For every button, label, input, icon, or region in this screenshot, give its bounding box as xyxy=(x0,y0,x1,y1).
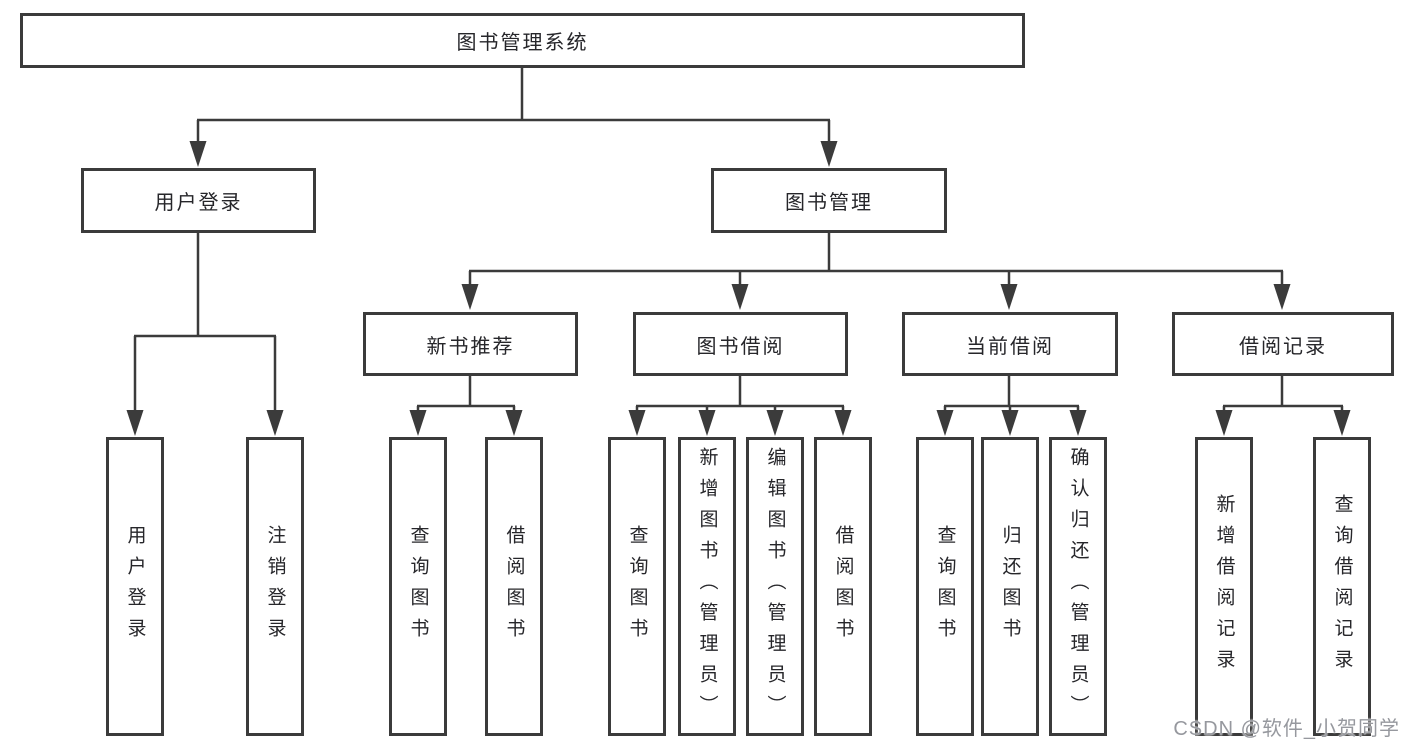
node-current-borrow: 当前借阅 xyxy=(902,312,1118,376)
leaf-query-borrow-record: 查询借阅记录 xyxy=(1313,437,1371,736)
leaf-label: 注销登录 xyxy=(264,524,286,649)
leaf-add-books-admin: 新增图书（管理员） xyxy=(678,437,736,736)
leaf-label: 确认归还（管理员） xyxy=(1067,447,1089,726)
arrowhead xyxy=(820,141,838,167)
node-library-system: 图书管理系统 xyxy=(20,13,1025,68)
arrowhead xyxy=(461,284,479,310)
arrowhead xyxy=(698,410,716,436)
leaf-label: 查询图书 xyxy=(626,524,648,649)
arrowhead xyxy=(266,410,284,436)
node-new-book-recommend: 新书推荐 xyxy=(363,312,578,376)
leaf-label: 查询图书 xyxy=(407,524,429,649)
leaf-label: 查询图书 xyxy=(934,524,956,649)
leaf-add-borrow-record: 新增借阅记录 xyxy=(1195,437,1253,736)
arrowhead xyxy=(766,410,784,436)
arrowhead xyxy=(1069,410,1087,436)
leaf-borrow-books: 借阅图书 xyxy=(814,437,872,736)
leaf-label: 用户登录 xyxy=(124,524,146,649)
leaf-label: 新增图书（管理员） xyxy=(696,447,718,726)
arrowhead xyxy=(126,410,144,436)
leaf-label: 借阅图书 xyxy=(503,524,525,649)
arrowhead xyxy=(1001,410,1019,436)
leaf-label: 编辑图书（管理员） xyxy=(764,447,786,726)
arrowhead xyxy=(936,410,954,436)
leaf-label: 查询借阅记录 xyxy=(1331,493,1353,680)
arrowhead xyxy=(628,410,646,436)
leaf-logout: 注销登录 xyxy=(246,437,304,736)
arrowhead xyxy=(189,141,207,167)
leaf-query-books-borrow: 查询图书 xyxy=(608,437,666,736)
arrowhead xyxy=(731,284,749,310)
leaf-label: 借阅图书 xyxy=(832,524,854,649)
arrowhead xyxy=(1333,410,1351,436)
arrowhead xyxy=(834,410,852,436)
node-book-management: 图书管理 xyxy=(711,168,947,233)
leaf-borrow-books-recommend: 借阅图书 xyxy=(485,437,543,736)
arrowhead xyxy=(505,410,523,436)
leaf-return-books: 归还图书 xyxy=(981,437,1039,736)
leaf-confirm-return-admin: 确认归还（管理员） xyxy=(1049,437,1107,736)
arrowhead xyxy=(1273,284,1291,310)
leaf-query-books-recommend: 查询图书 xyxy=(389,437,447,736)
arrowhead xyxy=(1000,284,1018,310)
leaf-query-books-current: 查询图书 xyxy=(916,437,974,736)
arrowhead xyxy=(1215,410,1233,436)
leaf-label: 新增借阅记录 xyxy=(1213,493,1235,680)
csdn-watermark: CSDN @软件_小贺同学 xyxy=(1173,718,1400,740)
arrowhead xyxy=(409,410,427,436)
leaf-edit-books-admin: 编辑图书（管理员） xyxy=(746,437,804,736)
node-user-login: 用户登录 xyxy=(81,168,316,233)
node-borrow-records: 借阅记录 xyxy=(1172,312,1394,376)
node-book-borrow: 图书借阅 xyxy=(633,312,848,376)
leaf-user-login: 用户登录 xyxy=(106,437,164,736)
leaf-label: 归还图书 xyxy=(999,524,1021,649)
